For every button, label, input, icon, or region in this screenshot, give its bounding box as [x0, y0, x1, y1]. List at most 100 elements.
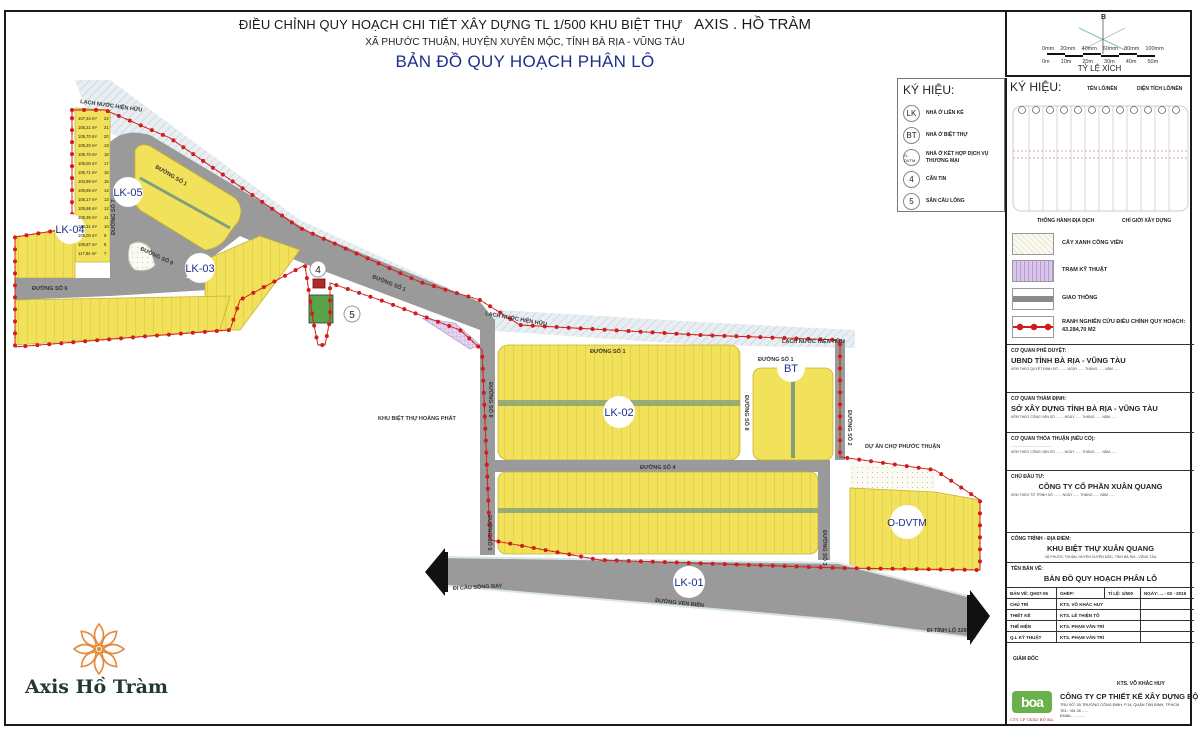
sheet-frame: [4, 10, 1192, 726]
lot-area-label: DIỆN TÍCH LÔ/NỀN: [1137, 86, 1183, 92]
lot-legend-title: KÝ HIỆU:: [1010, 80, 1062, 94]
drawing-info-row: BẢN VẼ: QH07-05 GHÉP: TỈ LỆ: 1/500 NGÀY:…: [1007, 588, 1194, 599]
company-contact: TRỤ SỞ: 05 TRƯỜNG CÔNG ĐỊNH, P.14, QUẬN …: [1060, 703, 1180, 719]
svg-text:5: 5: [349, 310, 355, 321]
facility-label-badminton: 5: [343, 305, 361, 323]
svg-text:10: 10: [104, 224, 109, 229]
svg-text:16: 16: [104, 170, 109, 175]
lot-name-label: TÊN LÔ/NỀN: [1087, 86, 1118, 92]
svg-text:105,31 m²: 105,31 m²: [78, 224, 97, 229]
svg-text:105,21 m²: 105,21 m²: [78, 125, 97, 130]
road-4: [495, 460, 825, 472]
canteen-plot: [312, 278, 326, 289]
svg-text:ĐI CẦU SÔNG RAY: ĐI CẦU SÔNG RAY: [453, 581, 503, 592]
director-label: GIÁM ĐỐC: [1013, 656, 1039, 662]
block-label-lk01: LK-01: [673, 566, 705, 598]
project-box: CÔNG TRÌNH - ĐỊA ĐIỂM: KHU BIỆT THỰ XUÂN…: [1007, 532, 1194, 562]
svg-text:ĐƯỜNG SỐ 4: ĐƯỜNG SỐ 4: [640, 463, 676, 471]
scale-caption: TỶ LỆ XÍCH: [1077, 64, 1122, 73]
svg-text:21: 21: [104, 125, 109, 130]
drawing-info-table: BẢN VẼ: QH07-05 GHÉP: TỈ LỆ: 1/500 NGÀY:…: [1007, 587, 1194, 643]
svg-text:ĐƯỜNG SỐ 8: ĐƯỜNG SỐ 8: [743, 395, 751, 431]
title-panel: KÝ HIỆU: TÊN LÔ/NỀN DIỆN TÍCH LÔ/NỀN THÔ…: [1005, 78, 1194, 726]
block-label-lk02: LK-02: [603, 396, 635, 428]
svg-text:8: 8: [104, 242, 107, 247]
company-name: CÔNG TY CP THIẾT KẾ XÂY DỰNG BỘ BA: [1060, 692, 1200, 701]
boundary-label: THÔNG HÀNH ĐỊA DỊCH: [1037, 218, 1095, 224]
block-label-lk05: LK-05: [113, 177, 143, 207]
sheet-title-block: ĐIỀU CHỈNH QUY HOẠCH CHI TIẾT XÂY DỰNG T…: [200, 12, 850, 72]
svg-text:KHU BIỆT THỰ HOÀNG PHÁT: KHU BIỆT THỰ HOÀNG PHÁT: [378, 414, 457, 422]
location-subtitle: XÃ PHƯỚC THUẬN, HUYỆN XUYÊN MỘC, TỈNH BÀ…: [365, 37, 685, 48]
road-3: [818, 460, 830, 560]
arrow-east: [970, 590, 990, 645]
svg-text:11: 11: [104, 215, 109, 220]
legend-title: KÝ HIỆU:: [903, 83, 955, 97]
legend-park: CÂY XANH CÔNG VIÊN: [1012, 233, 1123, 255]
svg-text:105,71 m²: 105,71 m²: [78, 170, 97, 175]
svg-text:19: 19: [104, 143, 109, 148]
investor-box: CHỦ ĐẦU TƯ: CÔNG TY CỔ PHẦN XUÂN QUANG K…: [1007, 470, 1194, 532]
svg-text:LK-04: LK-04: [55, 224, 84, 236]
block-label-odvtm: O-DVTM: [887, 505, 927, 539]
svg-text:106,85 m²: 106,85 m²: [78, 188, 97, 193]
svg-text:ĐƯỜNG SỐ 1: ĐƯỜNG SỐ 1: [758, 355, 794, 363]
drawing-name-box: TÊN BẢN VẼ: BẢN ĐỒ QUY HOẠCH PHÂN LÔ: [1007, 562, 1194, 587]
project-title: ĐIỀU CHỈNH QUY HOẠCH CHI TIẾT XÂY DỰNG T…: [200, 16, 850, 33]
svg-text:105,86 m²: 105,86 m²: [78, 206, 97, 211]
svg-text:105,00 m²: 105,00 m²: [78, 161, 97, 166]
facility-label-canteen: 4: [309, 260, 327, 278]
north-arrow-icon: B: [1047, 14, 1155, 57]
title-main: ĐIỀU CHỈNH QUY HOẠCH CHI TIẾT XÂY DỰNG T…: [238, 17, 683, 32]
block-label-lk04: LK-04: [55, 214, 85, 244]
map-title: BẢN ĐỒ QUY HOẠCH PHÂN LÔ: [395, 52, 655, 71]
svg-text:ĐI TỈNH LỘ 328: ĐI TỈNH LỘ 328: [927, 626, 967, 634]
lotus-logo-icon: [72, 622, 126, 676]
svg-text:105,35 m²: 105,35 m²: [78, 215, 97, 220]
svg-text:107,34 m²: 107,34 m²: [78, 116, 97, 121]
svg-text:ĐƯỜNG SỐ 6: ĐƯỜNG SỐ 6: [32, 284, 68, 292]
title-brand: AXIS . HỒ TRÀM: [694, 16, 812, 33]
svg-text:22: 22: [104, 116, 109, 121]
svg-text:17: 17: [104, 161, 109, 166]
svg-text:105,00 m²: 105,00 m²: [78, 233, 97, 238]
svg-text:4: 4: [315, 265, 321, 276]
arrow-west: [425, 548, 445, 596]
appraiser-box: CƠ QUAN THẨM ĐỊNH: SỞ XÂY DỰNG TỈNH BÀ R…: [1007, 392, 1194, 432]
park-odvtm: [850, 462, 935, 490]
svg-text:B: B: [1101, 14, 1106, 21]
svg-text:ĐƯỜNG SỐ 1: ĐƯỜNG SỐ 1: [590, 347, 626, 355]
legend-boundary: RANH NGHIÊN CỨU ĐIỀU CHỈNH QUY HOẠCH:43.…: [1012, 316, 1185, 338]
company-short-name: CTY CP TKXD BỘ BA: [1010, 717, 1053, 722]
boa-logo-icon: boa: [1012, 691, 1052, 713]
svg-text:105,20 m²: 105,20 m²: [78, 143, 97, 148]
lot-diagram-icon: [1012, 105, 1189, 212]
svg-text:LK-02: LK-02: [604, 407, 633, 419]
svg-text:104,89 m²: 104,89 m²: [78, 179, 97, 184]
svg-text:7: 7: [104, 251, 107, 256]
svg-text:18: 18: [104, 152, 109, 157]
svg-text:O-DVTM: O-DVTM: [887, 518, 926, 529]
svg-text:14: 14: [104, 188, 109, 193]
svg-text:105,17 m²: 105,17 m²: [78, 197, 97, 202]
director-name: KTS. VÕ KHẮC HUY: [1117, 681, 1165, 687]
svg-text:15: 15: [104, 179, 109, 184]
svg-text:ĐƯỜNG SỐ 3: ĐƯỜNG SỐ 3: [821, 530, 829, 566]
svg-text:105,70 m²: 105,70 m²: [78, 134, 97, 139]
agreement-box: CƠ QUAN THỎA THUẬN (NẾU CÓ): ...........…: [1007, 432, 1194, 470]
park-island: [127, 241, 156, 271]
brand-name: Axis Hồ Tràm: [25, 676, 169, 698]
approver-box: CƠ QUAN PHÊ DUYỆT: UBND TỈNH BÀ RỊA - VŨ…: [1007, 344, 1194, 392]
svg-text:ĐƯỜNG SỐ 7: ĐƯỜNG SỐ 7: [109, 199, 117, 235]
